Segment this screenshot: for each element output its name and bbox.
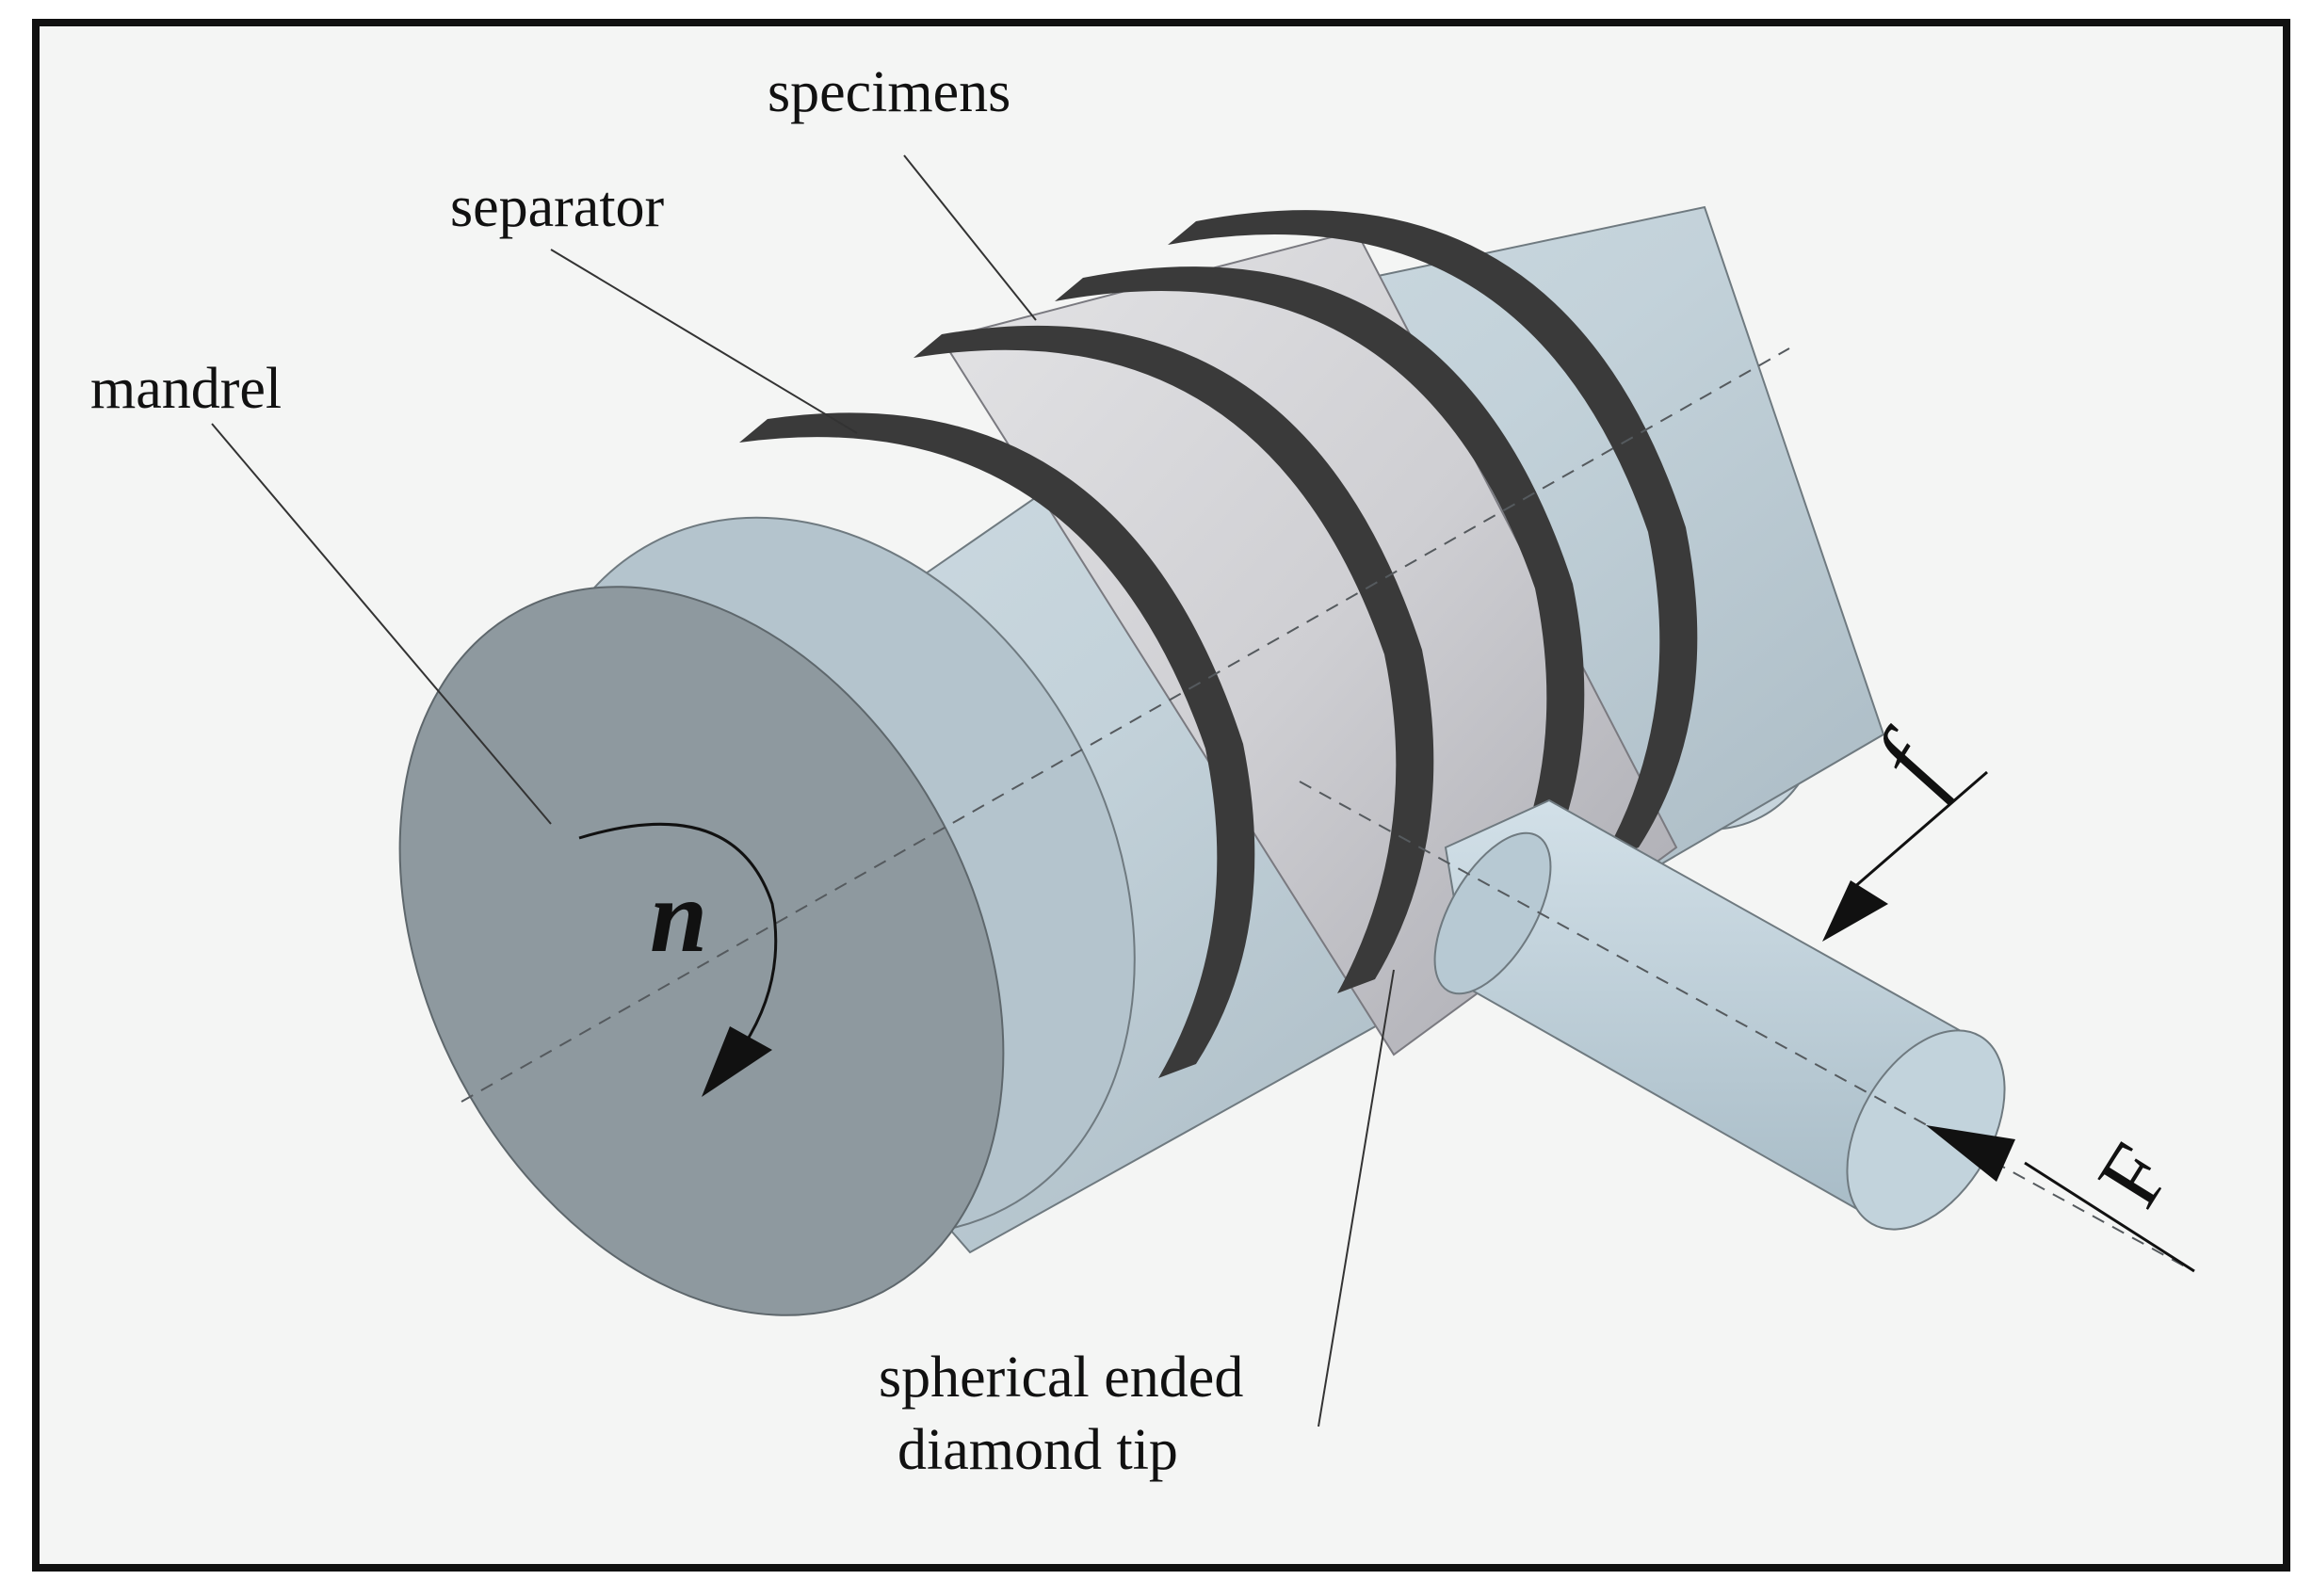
- force-line: [2024, 1161, 2195, 1273]
- separator-ring-1: [739, 412, 1255, 1078]
- feed-symbol: f: [1852, 712, 1972, 808]
- rotation-arrowhead: [702, 1026, 772, 1097]
- leader-separator: [550, 249, 858, 434]
- mandrel-axis: [461, 347, 1790, 1103]
- separator-ring-4: [1168, 210, 1698, 862]
- label-tip-line1: spherical ended: [879, 1346, 1243, 1410]
- feed-line: [1845, 770, 1988, 896]
- rotation-symbol: n: [650, 859, 707, 974]
- leader-specimens: [903, 154, 1037, 321]
- label-mandrel: mandrel: [90, 357, 282, 421]
- leader-tip: [1318, 969, 1395, 1427]
- separator-ring-2: [913, 325, 1434, 994]
- diamond-tip-spherical: [1433, 831, 1552, 995]
- leader-mandrel: [211, 423, 552, 825]
- tip-axis: [1299, 781, 2186, 1267]
- label-specimens: specimens: [768, 60, 1010, 124]
- mandrel-front-face: [398, 586, 1005, 1316]
- rotation-arrow: [578, 822, 778, 1046]
- label-tip-line2: diamond tip: [897, 1418, 1178, 1482]
- force-arrowhead: [1926, 1125, 2015, 1182]
- feed-arrowhead: [1822, 880, 1888, 942]
- label-separator: separator: [450, 175, 665, 239]
